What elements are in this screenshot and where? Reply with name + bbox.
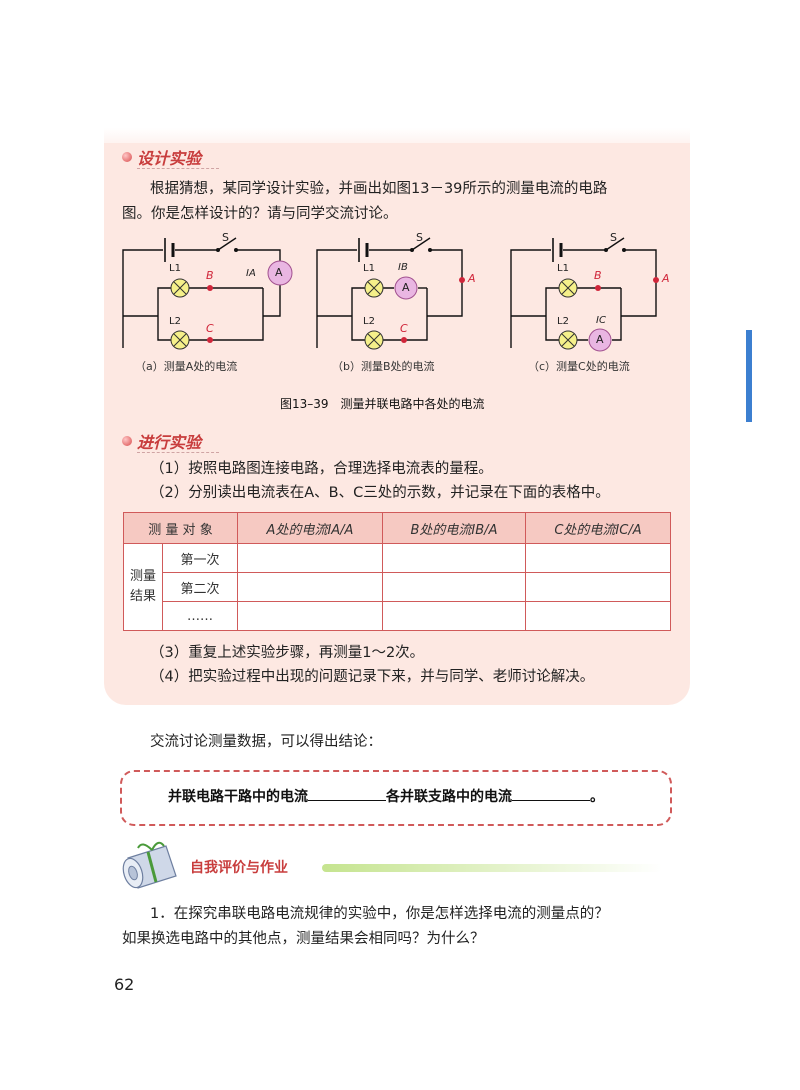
- lamp-label: L2: [363, 316, 375, 327]
- meter-current-label: IA: [246, 268, 256, 279]
- section-bullet-icon: [122, 152, 132, 162]
- meter-current-label: IC: [596, 315, 606, 326]
- table-cell: [382, 543, 526, 573]
- table-row: 测量结果 第一次: [123, 543, 671, 631]
- scroll-icon: [122, 841, 177, 889]
- circuit-caption-b: （b）测量B处的电流: [332, 360, 435, 373]
- lamp-label: L2: [557, 316, 569, 327]
- section-title-conduct: 进行实验: [137, 433, 202, 452]
- circuit-caption-c: （c）测量C处的电流: [528, 360, 630, 373]
- table-header-cell: B处的电流IB/A: [382, 512, 526, 544]
- table-cell: [237, 572, 383, 602]
- ammeter-symbol: A: [402, 281, 410, 294]
- table-row-label: 第一次: [162, 543, 238, 573]
- lamp-label: L1: [363, 263, 375, 274]
- table-header-cell: 测 量 对 象: [123, 512, 238, 544]
- lamp-label: L1: [169, 263, 181, 274]
- point-label: C: [400, 322, 408, 335]
- point-label: A: [662, 272, 670, 285]
- table-cell: [237, 601, 383, 631]
- lamp-label: L1: [557, 263, 569, 274]
- table-header-row: 测 量 对 象 A处的电流IA/A B处的电流IB/A C处的电流IC/A: [123, 512, 671, 544]
- evaluation-title: 自我评价与作业: [190, 860, 288, 876]
- answer-blank[interactable]: [308, 786, 386, 801]
- circuit-diagram-b: [316, 237, 465, 350]
- section-title-design: 设计实验: [137, 149, 202, 168]
- circuit-diagram-a: [122, 237, 293, 350]
- meter-current-label: IB: [398, 262, 408, 273]
- table-cell: [237, 543, 383, 573]
- table-cell: [525, 572, 671, 602]
- table-cell: [525, 543, 671, 573]
- point-label: C: [206, 322, 214, 335]
- point-label: B: [594, 269, 602, 282]
- step-line: （1）按照电路图连接电路，合理选择电流表的量程。: [150, 461, 493, 477]
- circuit-caption-a: （a）测量A处的电流: [135, 360, 238, 373]
- measurement-table: 测 量 对 象 A处的电流IA/A B处的电流IB/A C处的电流IC/A 测量…: [123, 512, 671, 631]
- table-header-cell: C处的电流IC/A: [525, 512, 671, 544]
- table-cell: [382, 572, 526, 602]
- ammeter-symbol: A: [275, 266, 283, 279]
- section-underline: [137, 452, 219, 454]
- question-line: 如果换选电路中的其他点，测量结果会相同吗？为什么？: [122, 931, 485, 947]
- point-label: A: [468, 272, 476, 285]
- section-bullet-icon: [122, 436, 132, 446]
- side-tab-marker: [746, 330, 752, 422]
- table-group-label: 测量结果: [123, 543, 163, 631]
- point-label: B: [206, 269, 214, 282]
- table-cell: [382, 601, 526, 631]
- table-header-cell: A处的电流IA/A: [237, 512, 383, 544]
- circuit-diagram-c: [510, 237, 659, 352]
- step-line: （3）重复上述实验步骤，再测量1～2次。: [150, 645, 425, 661]
- section-underline: [137, 168, 219, 170]
- evaluation-title-bar: [322, 864, 662, 872]
- paragraph-line: 图。你是怎样设计的？请与同学交流讨论。: [122, 206, 398, 222]
- table-cell: [525, 601, 671, 631]
- table-row-label: 第二次: [162, 572, 238, 602]
- table-row: 第二次: [124, 572, 671, 602]
- discussion-text: 交流讨论测量数据，可以得出结论：: [150, 734, 382, 750]
- question-line: 1．在探究串联电路电流规律的实验中，你是怎样选择电流的测量点的？: [150, 906, 609, 922]
- figure-caption: 图13–39 测量并联电路中各处的电流: [280, 397, 485, 411]
- paragraph-line: 根据猜想，某同学设计实验，并画出如图13－39所示的测量电流的电路: [150, 181, 608, 197]
- answer-blank[interactable]: [512, 786, 590, 801]
- table-row-label: ……: [162, 601, 238, 631]
- step-line: （4）把实验过程中出现的问题记录下来，并与同学、老师讨论解决。: [150, 669, 595, 685]
- step-line: （2）分别读出电流表在A、B、C三处的示数，并记录在下面的表格中。: [150, 485, 610, 501]
- switch-label: S: [610, 231, 617, 244]
- lamp-label: L2: [169, 316, 181, 327]
- conclusion-box: [120, 770, 672, 826]
- table-row: ……: [124, 601, 671, 631]
- conclusion-text: 并联电路干路中的电流各并联支路中的电流。: [168, 786, 604, 806]
- switch-label: S: [222, 231, 229, 244]
- switch-label: S: [416, 231, 423, 244]
- ammeter-symbol: A: [596, 333, 604, 346]
- page-number: 62: [114, 975, 135, 994]
